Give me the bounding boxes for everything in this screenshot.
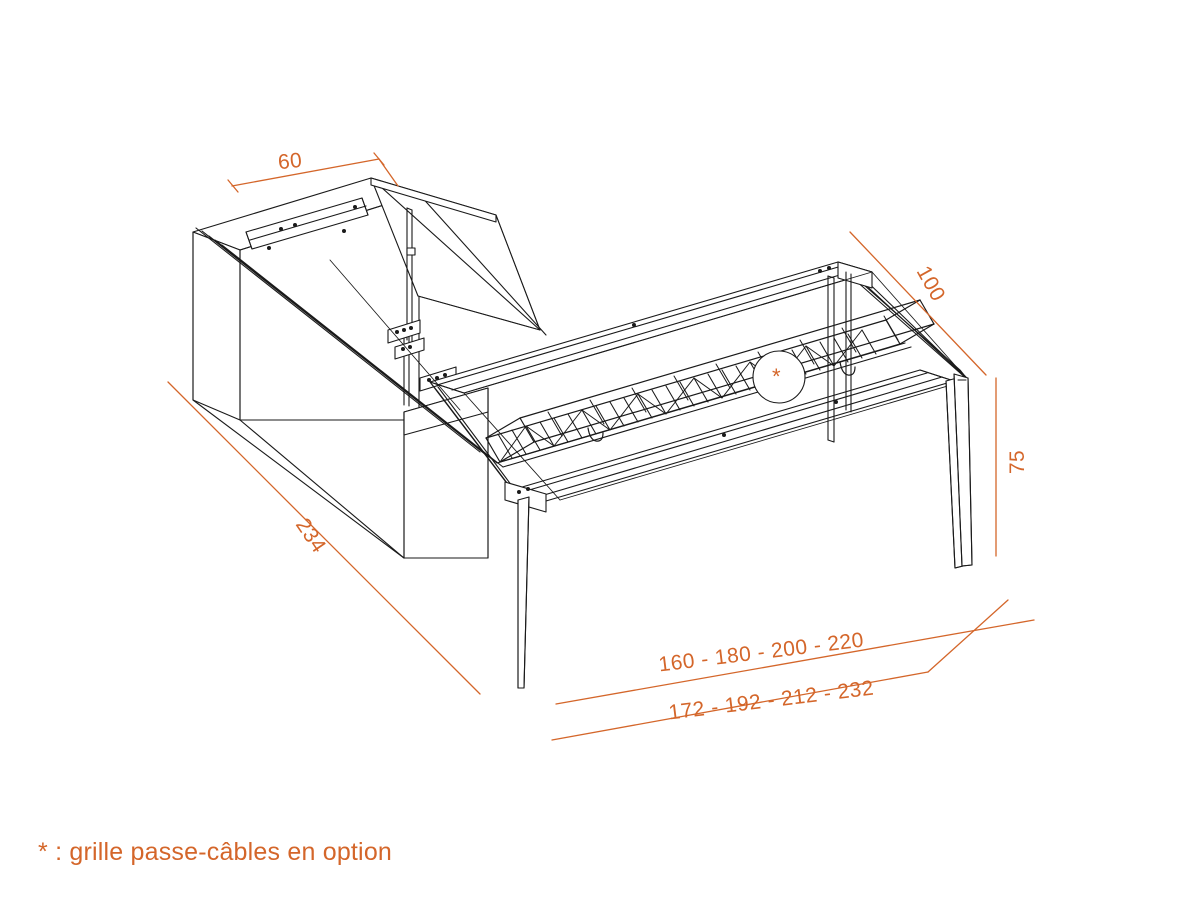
cable-tray-asterisk-marker: * [772,364,781,389]
return-top-rail [245,197,369,250]
desk-frame-top [429,261,969,513]
dimension-label-depth-return: 60 [276,148,304,175]
desk-top-outline [463,271,969,501]
cable-tray-wire-basket [485,299,935,463]
desk-leg-rear-right [953,373,973,567]
dimension-lines [167,152,1035,741]
return-cross-brackets [387,319,457,392]
tick-60-left [227,179,239,193]
return-side-panel-edge [403,387,489,559]
dimension-label-height-desk: 75 [1006,449,1030,475]
legend-cable-tray-option: * : grille passe-câbles en option [38,838,393,866]
desk-center-post [827,271,852,443]
cable-tray-callout-bubble [752,350,806,404]
return-construction-lines [329,214,541,411]
extension-60 [378,158,399,187]
desk-lower-cross-rail [496,342,912,468]
main-diagonal-rail [195,227,504,468]
desk-leg-front-left [517,496,530,689]
return-desk-top [370,177,547,336]
